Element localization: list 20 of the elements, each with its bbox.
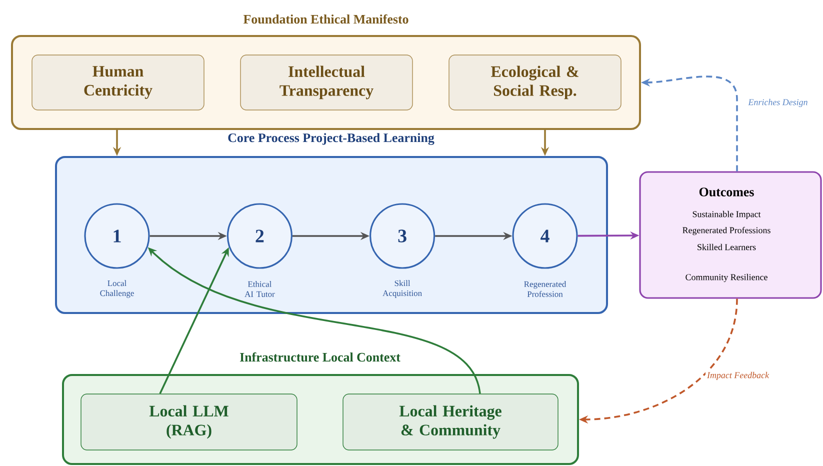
outcomes-box (639, 171, 822, 299)
edge-label: Enriches Design (746, 97, 810, 109)
outcome-item: Community Resilience (686, 274, 768, 282)
outcome-item: Sustainable Impact (692, 210, 761, 220)
principle-box: Local LLM (RAG) (80, 394, 298, 450)
outcomes-heading: Outcomes (699, 188, 754, 196)
panel-title: Core Process Project-Based Learning (228, 133, 434, 145)
panel-title: Foundation Ethical Manifesto (243, 14, 408, 24)
step-caption: Skill Acquisition (382, 280, 422, 298)
principle-box: Human Centricity (32, 54, 204, 110)
step-caption: Local Challenge (100, 280, 134, 298)
panel-title: Infrastructure Local Context (240, 352, 400, 362)
principle-box: Ecological & Social Resp. (448, 54, 622, 110)
principle-box: Local Heritage & Community (342, 394, 558, 450)
step-caption: Ethical AI Tutor (244, 281, 275, 297)
step-caption: Regenerated Profession (524, 281, 566, 297)
principle-box: Intellectual Transparency (240, 54, 413, 110)
edge-label: Impact Feedback (706, 370, 770, 382)
outcome-item: Regenerated Professions (682, 226, 770, 236)
outcome-item: Skilled Learners (698, 244, 756, 250)
